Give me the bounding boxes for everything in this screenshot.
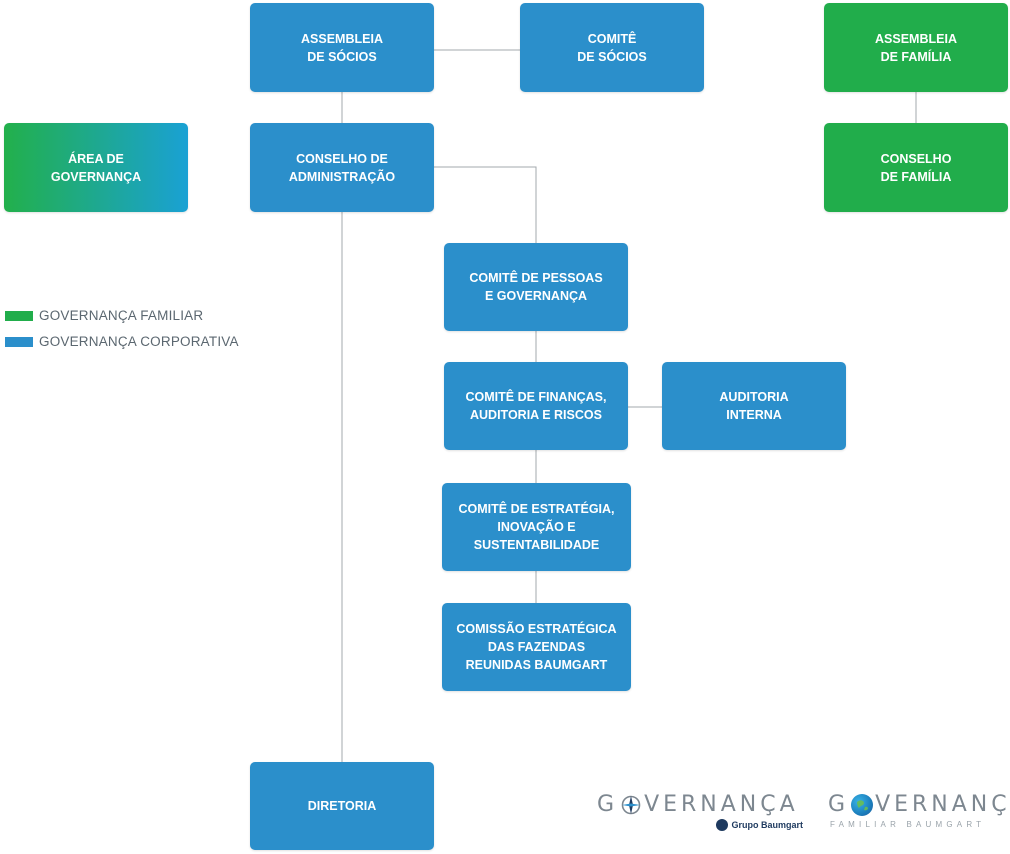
- legend-label-corporativa: GOVERNANÇA CORPORATIVA: [39, 334, 239, 349]
- box-diretoria: DIRETORIA: [250, 762, 434, 850]
- logo-wordmark-corporate: G VERNANÇA: [597, 792, 803, 817]
- box-comite-de-pessoas: COMITÊ DE PESSOAS E GOVERNANÇA: [444, 243, 628, 331]
- logo-governanca-familiar-baumgart: G VERNANÇA FAMILIAR BAUMGART: [828, 792, 1010, 834]
- legend-label-familiar: GOVERNANÇA FAMILIAR: [39, 308, 204, 323]
- box-conselho-de-administracao: CONSELHO DE ADMINISTRAÇÃO: [250, 123, 434, 212]
- legend-item-corporativa: GOVERNANÇA CORPORATIVA: [5, 334, 239, 349]
- logo-subtitle-familiar: FAMILIAR BAUMGART: [830, 820, 986, 829]
- box-assembleia-de-socios: ASSEMBLEIA DE SÓCIOS: [250, 3, 434, 92]
- box-comite-de-estrategia: COMITÊ DE ESTRATÉGIA, INOVAÇÃO E SUSTENT…: [442, 483, 631, 571]
- box-auditoria-interna: AUDITORIA INTERNA: [662, 362, 846, 450]
- logo-subtitle-text: Grupo Baumgart: [731, 820, 803, 830]
- legend-swatch-familiar: [5, 310, 33, 321]
- logo-wordmark-rest: VERNANÇA: [644, 792, 799, 817]
- box-conselho-de-familia: CONSELHO DE FAMÍLIA: [824, 123, 1008, 212]
- legend-item-familiar: GOVERNANÇA FAMILIAR: [5, 308, 203, 323]
- box-area-de-governanca: ÁREA DE GOVERNANÇA: [4, 123, 188, 212]
- legend-swatch-corporativa: [5, 336, 33, 347]
- box-comissao-estrategica-fazendas: COMISSÃO ESTRATÉGICA DAS FAZENDAS REUNID…: [442, 603, 631, 691]
- grupo-baumgart-mark-icon: [716, 819, 729, 831]
- logo-governanca-grupo-baumgart: G VERNANÇA Grupo Baumgart: [597, 792, 803, 834]
- globe-icon: [851, 793, 874, 816]
- logo-wordmark-rest-family: VERNANÇA: [875, 792, 1010, 817]
- logo-letter-g-family: G: [828, 792, 850, 817]
- logo-wordmark-family: G VERNANÇA: [828, 792, 1010, 817]
- box-comite-de-financas: COMITÊ DE FINANÇAS, AUDITORIA E RISCOS: [444, 362, 628, 450]
- compass-icon: [620, 794, 642, 816]
- box-comite-de-socios: COMITÊ DE SÓCIOS: [520, 3, 704, 92]
- connector-conselho-committees: [433, 166, 537, 243]
- logo-letter-g: G: [597, 792, 619, 817]
- box-assembleia-de-familia: ASSEMBLEIA DE FAMÍLIA: [824, 3, 1008, 92]
- logo-subtitle-grupo: Grupo Baumgart: [716, 819, 803, 831]
